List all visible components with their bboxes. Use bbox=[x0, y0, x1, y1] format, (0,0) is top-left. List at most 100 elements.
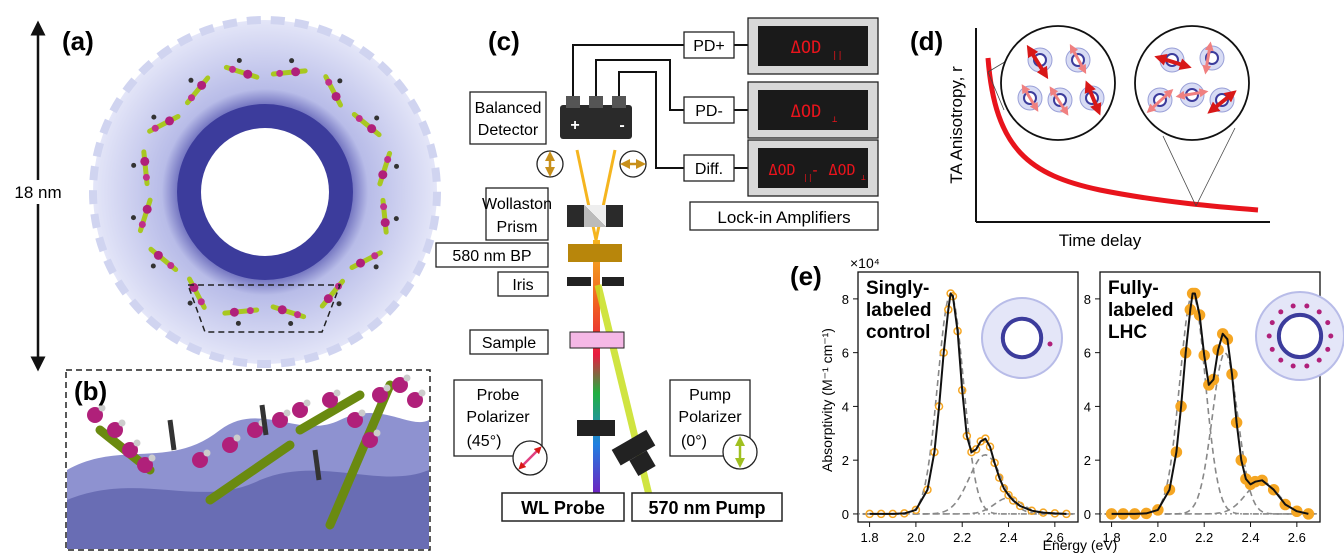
zoom-region-box bbox=[186, 284, 342, 333]
e-x-label: Energy (eV) bbox=[1043, 537, 1118, 553]
zoom-dye-atom bbox=[247, 422, 263, 438]
y-tick-label: 2 bbox=[1084, 453, 1091, 468]
pd-plus-label: PD+ bbox=[693, 38, 725, 55]
x-tick-label: 2.6 bbox=[1046, 530, 1064, 545]
inset-dye bbox=[1316, 357, 1322, 363]
chromophore-dye bbox=[153, 250, 163, 260]
chromophore-dye bbox=[197, 80, 207, 90]
early-time-inset bbox=[1000, 25, 1116, 141]
inset-dye bbox=[1047, 341, 1053, 347]
lockin-3-display bbox=[758, 148, 868, 188]
beam-probe-rainbow bbox=[593, 240, 600, 495]
chromophore-linker bbox=[374, 115, 380, 121]
chromophore-linker bbox=[393, 216, 399, 222]
sample-cuvette bbox=[569, 331, 625, 349]
fit-line bbox=[1111, 292, 1309, 515]
zoom-dye-atom bbox=[372, 387, 388, 403]
pump-polarizer bbox=[611, 429, 656, 477]
chromophore-dye bbox=[228, 65, 236, 73]
chromophore-linker bbox=[235, 320, 241, 326]
chromophore-linker bbox=[130, 215, 136, 221]
zoom-dye-atom bbox=[272, 412, 288, 428]
panel-b-label: (b) bbox=[74, 376, 107, 406]
d-y-label: TA Anisotropy, r bbox=[947, 66, 966, 184]
zoom-dye-atom bbox=[392, 377, 408, 393]
polarization-arrow bbox=[1069, 44, 1087, 74]
ring-bumpy-edge bbox=[89, 16, 441, 368]
zoom-dye-atom bbox=[192, 452, 208, 468]
zoom-dye-atom bbox=[292, 402, 308, 418]
y-tick-label: 0 bbox=[1084, 507, 1091, 522]
inset-dye bbox=[1269, 320, 1275, 326]
wl-probe-label: WL Probe bbox=[521, 498, 605, 518]
panel-d: (d) TA Anisotropy, r Time delay bbox=[910, 25, 1270, 250]
panel-e-label: (e) bbox=[790, 261, 822, 291]
chromophore-dye bbox=[140, 156, 150, 166]
chromophore-dye bbox=[138, 221, 146, 229]
polarization-arrow bbox=[1026, 44, 1049, 80]
zoom-hydrogen-atom bbox=[133, 439, 141, 447]
chromophore-dye bbox=[277, 305, 287, 315]
zoom-linker bbox=[259, 404, 269, 436]
chromophore-dye bbox=[325, 78, 333, 86]
x-tick-label: 2.4 bbox=[1241, 530, 1259, 545]
balanced-detector-label-box bbox=[469, 91, 547, 145]
x-tick-label: 2.0 bbox=[1149, 530, 1167, 545]
chromophore-linker bbox=[394, 163, 400, 169]
inset-dye bbox=[1304, 363, 1310, 369]
bandpass-filter bbox=[568, 244, 622, 262]
zoom-linker bbox=[167, 419, 177, 451]
inset-dye bbox=[1325, 346, 1331, 352]
lockin-3-text-a: ΔOD bbox=[768, 161, 795, 179]
chromophore-dye bbox=[246, 307, 254, 315]
y-tick-label: 8 bbox=[842, 292, 849, 307]
lockin-label-box bbox=[689, 201, 879, 231]
chromophore-linker bbox=[289, 58, 295, 64]
zoom-dye-atom bbox=[347, 412, 363, 428]
chromophore-dye bbox=[384, 155, 392, 163]
chromophore-dye bbox=[197, 298, 205, 306]
chromophore-dye bbox=[276, 69, 284, 77]
inset-dye bbox=[1290, 363, 1296, 369]
zoom-hydrogen-atom bbox=[118, 419, 126, 427]
lockin-3-text-b: ΔOD bbox=[828, 161, 855, 179]
pd-minus-box bbox=[683, 96, 735, 124]
balanced-detector-body bbox=[560, 105, 632, 139]
panel-c-label: (c) bbox=[488, 26, 520, 56]
chart-title-line: Singly- bbox=[866, 278, 929, 299]
polarization-arrow bbox=[1202, 41, 1214, 75]
chromophore-dye bbox=[334, 282, 342, 290]
detector-minus: - bbox=[619, 117, 624, 134]
polarization-arrow bbox=[1049, 86, 1069, 116]
lockin-1-text: ΔOD bbox=[791, 38, 822, 58]
chromophore-dye bbox=[188, 94, 196, 102]
chromophore-dye bbox=[151, 124, 159, 132]
protein-surface-shadow bbox=[67, 470, 429, 549]
y-tick-label: 6 bbox=[842, 346, 849, 361]
zoom-dye-atom bbox=[407, 392, 423, 408]
inset-dye bbox=[1304, 303, 1310, 309]
zoom-chromophore-arrow bbox=[325, 380, 395, 530]
inset-dye bbox=[1290, 303, 1296, 309]
polarization-arrow bbox=[1207, 90, 1237, 114]
chromophore-linker bbox=[131, 162, 137, 168]
detector-port-3 bbox=[612, 96, 626, 108]
y-tick-label: 6 bbox=[1084, 346, 1091, 361]
zoom-hydrogen-atom bbox=[203, 449, 211, 457]
gaussian-component bbox=[862, 453, 1074, 515]
detector-port-1 bbox=[566, 96, 580, 108]
data-point bbox=[1302, 508, 1315, 520]
zoom-chromophores bbox=[87, 374, 426, 530]
wollaston-line1: Wollaston bbox=[482, 196, 552, 213]
data-point bbox=[971, 445, 981, 454]
data-point bbox=[1008, 496, 1018, 505]
plot-frame bbox=[1099, 271, 1321, 523]
probe-polarizer-line3: (45°) bbox=[467, 433, 502, 450]
inset-dye bbox=[1278, 357, 1284, 363]
data-point bbox=[1004, 490, 1013, 500]
pd-plus-box bbox=[683, 31, 735, 59]
y-tick-label: 8 bbox=[1084, 292, 1091, 307]
lockin-perp: ΔOD ⊥ bbox=[747, 81, 879, 139]
lockin-1-sub: || bbox=[832, 51, 843, 61]
